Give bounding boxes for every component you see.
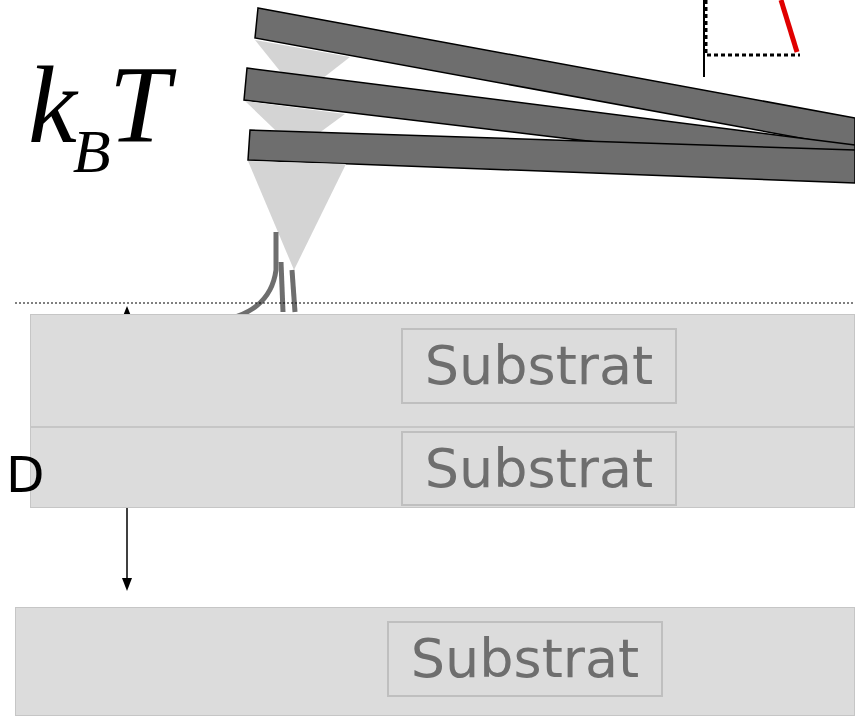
substrate-label: Substrat xyxy=(387,621,664,696)
afm-tip xyxy=(248,161,346,270)
reference-line xyxy=(15,303,855,304)
polymer-strand xyxy=(292,270,295,312)
substrate-label: Substrat xyxy=(401,431,678,506)
substrate-label: Substrat xyxy=(401,328,678,403)
symbol-subscript: B xyxy=(73,120,111,182)
polymer-strand xyxy=(213,232,276,321)
symbol-k: k xyxy=(28,50,77,160)
substrate-band: Substrat xyxy=(15,607,855,716)
distance-label: D xyxy=(6,450,45,500)
dotted-box xyxy=(706,0,800,55)
substrate-band: Substrat xyxy=(30,427,855,508)
symbol-T: T xyxy=(109,50,170,160)
substrate-band: Substrat xyxy=(30,314,855,427)
polymer-strand xyxy=(281,262,283,312)
red-curve xyxy=(781,0,797,52)
arrowhead xyxy=(122,578,132,591)
